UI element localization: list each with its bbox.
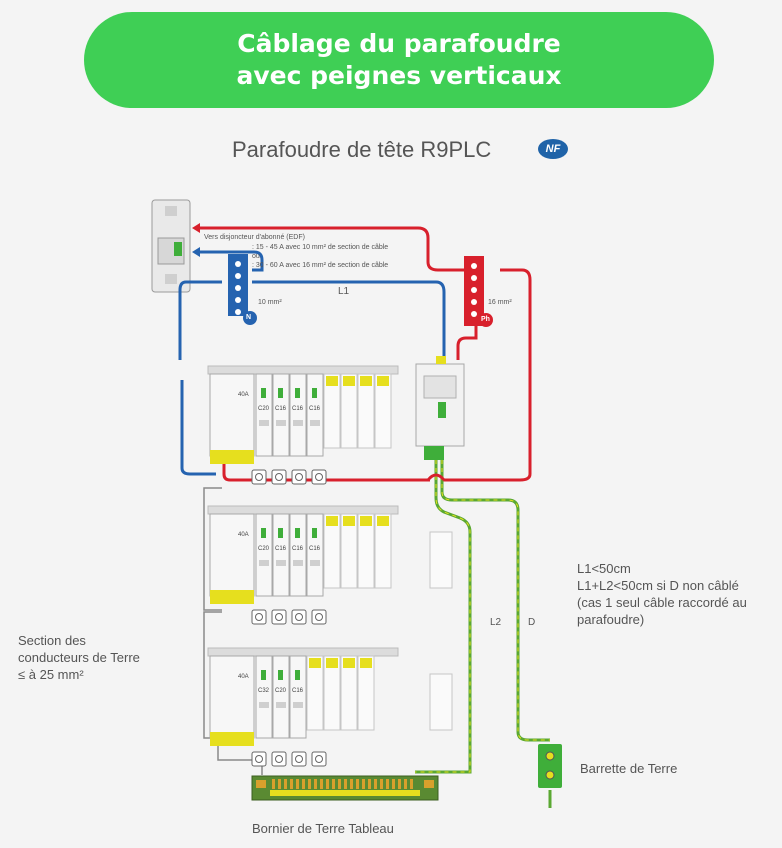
note-line-4: parafoudre)	[577, 612, 645, 627]
earth-section-note: Section des conducteurs de Terre ≤ à 25 …	[18, 632, 140, 683]
range-label-2: : 30 - 60 A avec 16 mm² de section de câ…	[252, 262, 389, 269]
breaker-rating-label: C16	[309, 546, 321, 552]
breaker-rating-label: C20	[275, 688, 287, 694]
earth-bar-icon	[538, 744, 562, 788]
circuit-symbol-icon	[251, 751, 267, 767]
breaker-rating-label: C16	[275, 406, 287, 412]
or-label: ou	[252, 253, 260, 260]
circuit-symbol-icon	[271, 469, 287, 485]
circuit-symbol-icon	[251, 609, 267, 625]
subtitle: Parafoudre de tête R9PLC	[232, 137, 492, 162]
breaker-rating-label: C16	[309, 406, 321, 412]
neutral-badge: N	[246, 314, 252, 321]
title-banner: Câblage du parafoudre avec peignes verti…	[84, 12, 714, 108]
breaker-rating-label: C32	[258, 688, 270, 694]
phase-section-label: 16 mm²	[488, 299, 512, 306]
breaker-rating-label: C20	[258, 406, 270, 412]
title-line-2: avec peignes verticaux	[236, 61, 562, 90]
breaker-rating-label: C16	[292, 546, 304, 552]
circuit-symbol-icon	[311, 469, 327, 485]
earth-note-line-2: conducteurs de Terre	[18, 650, 140, 665]
l2-label: L2	[490, 617, 502, 628]
d-label: D	[528, 617, 536, 628]
distribution-row: 40A C20 C16 C16 C16	[207, 365, 399, 485]
circuit-symbol-icon	[311, 751, 327, 767]
phase-badge: Ph	[481, 316, 490, 323]
main-breaker-label: 40A	[238, 532, 249, 538]
title-line-1: Câblage du parafoudre	[237, 29, 561, 58]
circuit-symbol-icon	[251, 469, 267, 485]
earth-note-line-3: ≤ à 25 mm²	[18, 667, 84, 682]
neutral-arrow-icon	[192, 247, 200, 257]
earth-note-line-1: Section des	[18, 633, 86, 648]
range-label-1: : 15 - 45 A avec 10 mm² de section de câ…	[252, 244, 389, 251]
l1-label: L1	[338, 286, 350, 297]
distribution-row: 40A C32 C20 C16	[207, 647, 453, 767]
note-line-3: (cas 1 seul câble raccordé au	[577, 595, 747, 610]
note-line-1: L1<50cm	[577, 561, 631, 576]
length-notes: L1<50cm L1+L2<50cm si D non câblé (cas 1…	[577, 560, 747, 628]
earth-bar-label: Barrette de Terre	[580, 761, 678, 776]
terminal-teeth	[272, 779, 413, 789]
circuit-symbol-icon	[291, 751, 307, 767]
breaker-rating-label: C20	[258, 546, 270, 552]
distribution-row: 40A C20 C16 C16 C16	[207, 505, 453, 625]
neutral-wire	[178, 250, 446, 476]
breaker-rating-label: C16	[292, 406, 304, 412]
note-line-2: L1+L2<50cm si D non câblé	[577, 578, 739, 593]
neutral-bar	[228, 254, 257, 325]
phase-wire	[198, 226, 532, 482]
subscriber-breaker-icon	[151, 199, 191, 293]
circuit-symbol-icon	[311, 609, 327, 625]
main-breaker-label: 40A	[238, 392, 249, 398]
main-breaker-label: 40A	[238, 674, 249, 680]
breaker-label: Vers disjoncteur d'abonné (EDF)	[204, 234, 305, 241]
nf-logo-icon: NF	[538, 139, 568, 159]
earth-wires	[415, 460, 552, 808]
phase-arrow-icon	[192, 223, 200, 233]
breaker-rating-label: C16	[292, 688, 304, 694]
neutral-section-label: 10 mm²	[258, 299, 282, 306]
earth-terminal-label: Bornier de Terre Tableau	[252, 821, 394, 836]
phase-bar	[464, 256, 493, 327]
surge-protector	[415, 356, 465, 460]
breaker-rating-label: C16	[275, 546, 287, 552]
circuit-symbol-icon	[271, 609, 287, 625]
circuit-symbol-icon	[291, 469, 307, 485]
circuit-symbol-icon	[271, 751, 287, 767]
circuit-symbol-icon	[291, 609, 307, 625]
